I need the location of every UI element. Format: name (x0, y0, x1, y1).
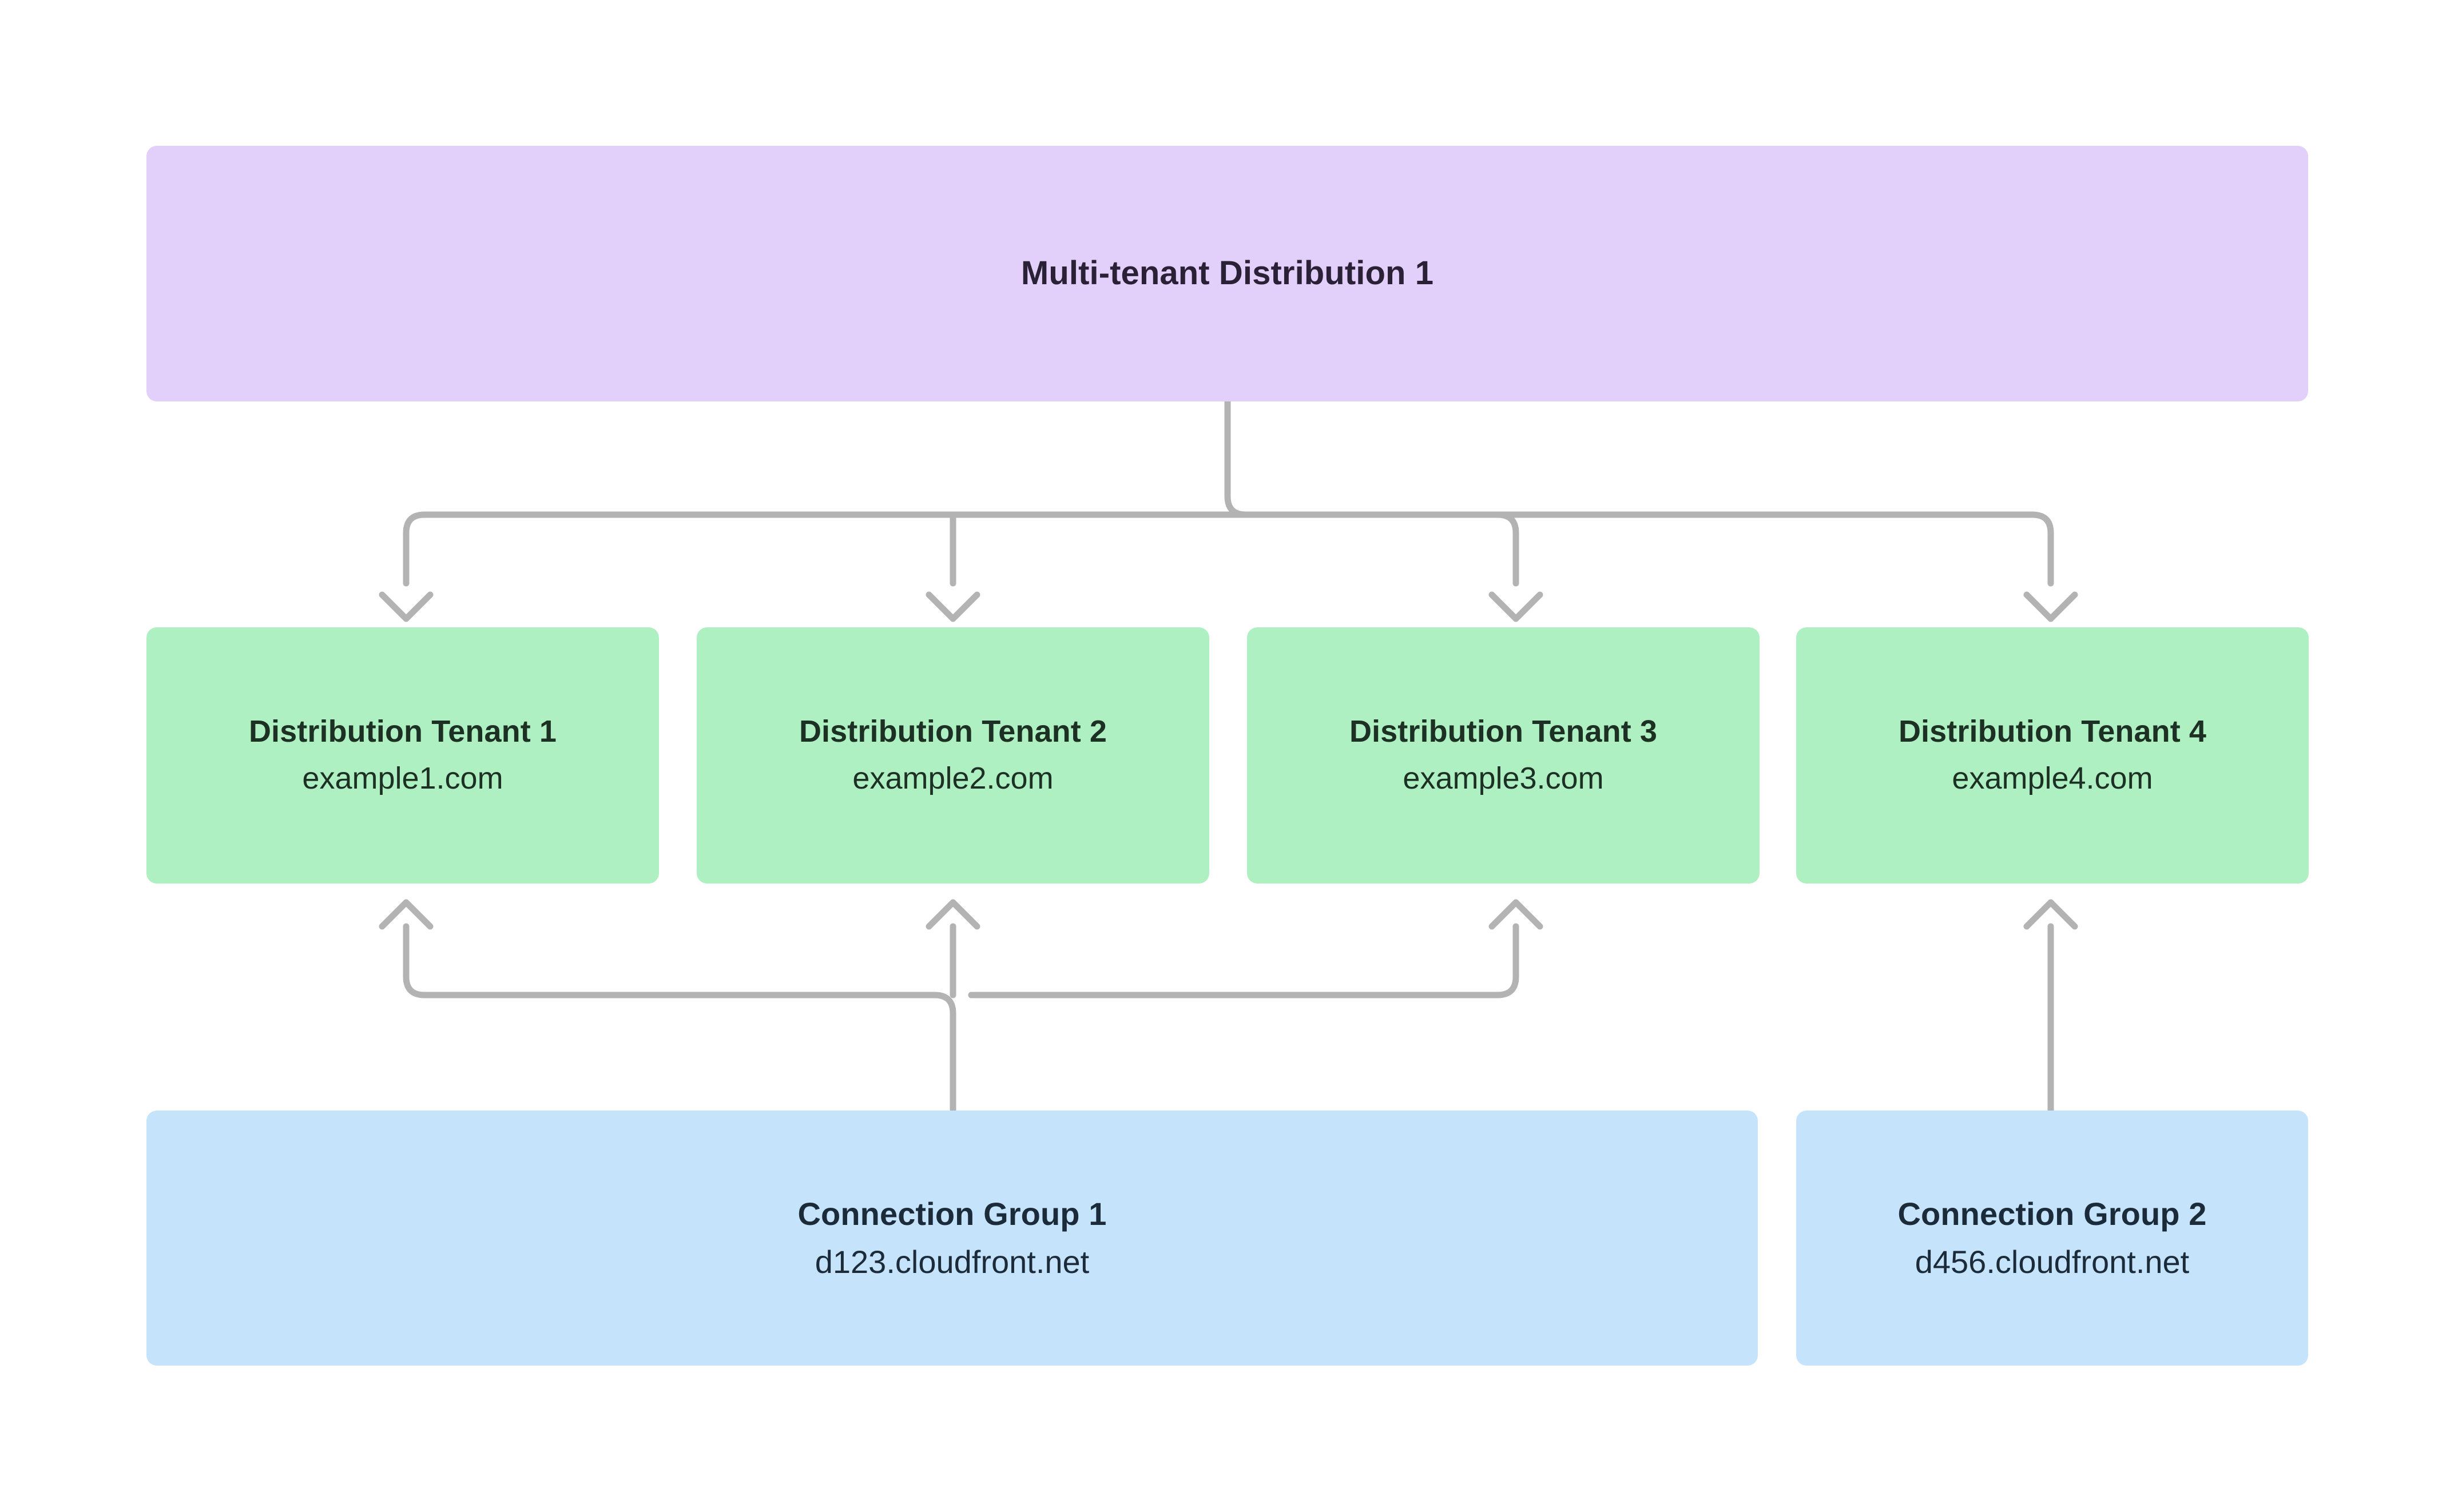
tenant-2-title: Distribution Tenant 2 (799, 714, 1107, 749)
node-multi-tenant-distribution[interactable]: Multi-tenant Distribution 1 (146, 146, 2308, 401)
connector-group-1-left-run (403, 923, 938, 998)
arrowhead-tenant-1 (379, 591, 434, 622)
node-connection-group-2[interactable]: Connection Group 2 d456.cloudfront.net (1796, 1111, 2308, 1366)
arrowhead-tenant-3 (1488, 591, 1543, 622)
connector-group-1-stem (931, 992, 956, 1114)
arrowhead-up-tenant-3 (1488, 899, 1543, 930)
connection-group-1-title: Connection Group 1 (797, 1195, 1107, 1232)
tenant-1-title: Distribution Tenant 1 (248, 714, 557, 749)
tenant-3-title: Distribution Tenant 3 (1349, 714, 1658, 749)
tenant-3-domain: example3.com (1403, 761, 1604, 795)
node-connection-group-1[interactable]: Connection Group 1 d123.cloudfront.net (146, 1111, 1758, 1366)
tenant-4-title: Distribution Tenant 4 (1898, 714, 2207, 749)
arrowhead-tenant-2 (926, 591, 980, 622)
tenant-2-domain: example2.com (852, 761, 1054, 795)
arrowhead-up-tenant-1 (379, 899, 434, 930)
arrowhead-up-tenant-2 (926, 899, 980, 930)
node-distribution-tenant-1[interactable]: Distribution Tenant 1 example1.com (146, 627, 659, 884)
connection-group-2-domain: d456.cloudfront.net (1915, 1244, 2190, 1280)
connection-group-2-title: Connection Group 2 (1897, 1195, 2207, 1232)
arrowhead-tenant-4 (2023, 591, 2078, 622)
node-distribution-tenant-2[interactable]: Distribution Tenant 2 example2.com (697, 627, 1209, 884)
connection-group-1-domain: d123.cloudfront.net (815, 1244, 1090, 1280)
connector-distribution-bus-right (1242, 511, 2054, 587)
tenant-4-domain: example4.com (1952, 761, 2153, 795)
node-distribution-tenant-3[interactable]: Distribution Tenant 3 example3.com (1247, 627, 1760, 884)
tenant-1-domain: example1.com (302, 761, 503, 795)
connector-distribution-bus-left (403, 511, 1213, 587)
connector-group-1-right-run (968, 923, 1519, 998)
connector-distribution-stem (1224, 398, 1249, 518)
connector-branch-tenant-3-drop (1494, 511, 1519, 587)
arrowhead-up-tenant-4 (2023, 899, 2078, 930)
node-distribution-tenant-4[interactable]: Distribution Tenant 4 example4.com (1796, 627, 2309, 884)
distribution-title: Multi-tenant Distribution 1 (1020, 254, 1434, 292)
